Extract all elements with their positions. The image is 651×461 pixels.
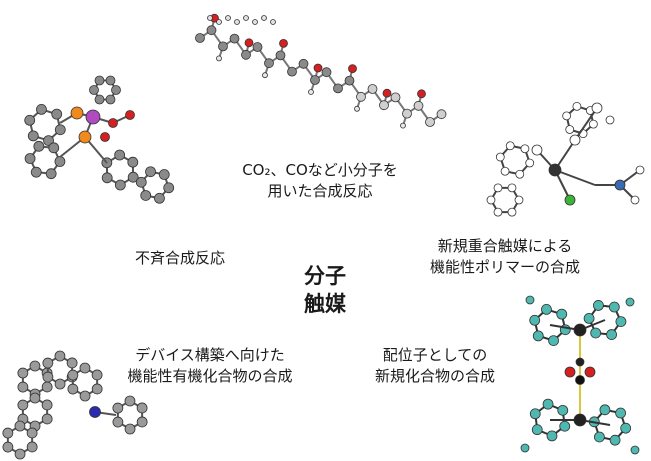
topic-small-molecule-label: CO₂、COなど小分子を 用いた合成反応 <box>200 160 440 202</box>
topic-asymmetric-line1: 不斉合成反応 <box>134 249 225 267</box>
topic-device-line2: 機能性有機化合物の合成 <box>127 367 293 385</box>
topic-ligand-line2: 新規化合物の合成 <box>374 367 495 385</box>
topic-device-label: デバイス構築へ向けた 機能性有機化合物の合成 <box>85 345 335 387</box>
topic-device-line1: デバイス構築へ向けた <box>135 346 285 364</box>
center-title-line1: 分子 <box>304 264 346 288</box>
topic-ligand-label: 配位子としての 新規化合物の合成 <box>345 345 525 387</box>
asymmetric-catalyst-structure <box>24 75 175 204</box>
topic-small-molecule-line1: CO₂、COなど小分子を <box>242 161 398 179</box>
device-compound-structure <box>2 350 148 460</box>
topic-polymer-label: 新規重合触媒による 機能性ポリマーの合成 <box>385 236 625 278</box>
ligand-complex-structure <box>520 295 640 455</box>
topic-polymer-line1: 新規重合触媒による <box>437 237 573 255</box>
polymerization-catalyst-structure <box>486 101 645 217</box>
center-title: 分子 触媒 <box>285 262 365 318</box>
topic-ligand-line1: 配位子としての <box>382 346 488 364</box>
center-title-line2: 触媒 <box>304 292 346 316</box>
topic-polymer-line2: 機能性ポリマーの合成 <box>429 258 580 276</box>
co2-molecule-structure <box>195 13 447 129</box>
topic-asymmetric-label: 不斉合成反応 <box>110 248 250 269</box>
topic-small-molecule-line2: 用いた合成反応 <box>267 182 373 200</box>
